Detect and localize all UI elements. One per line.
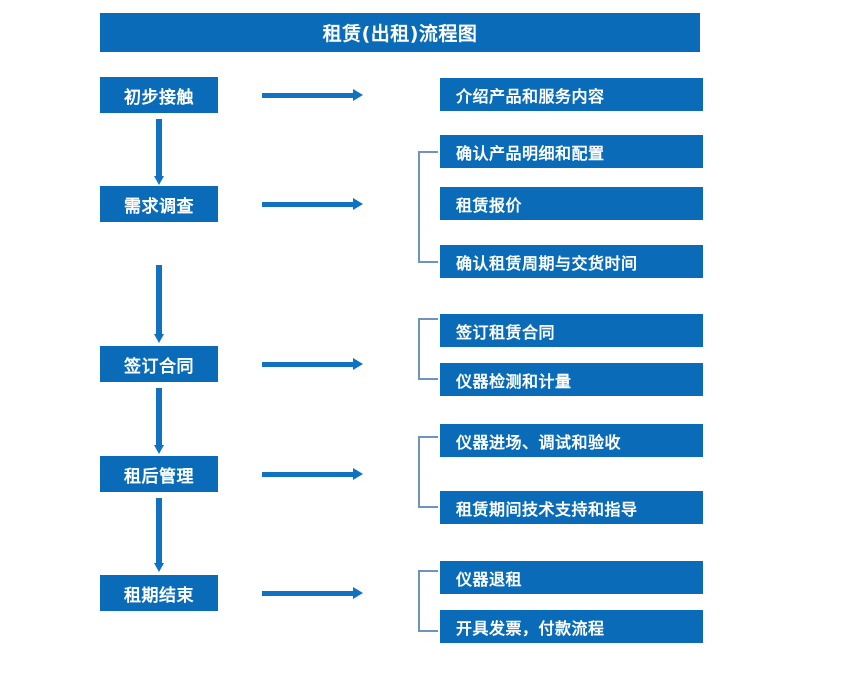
group-bracket-2	[418, 318, 438, 380]
arrow-shaft	[262, 472, 353, 477]
arrow-shaft	[156, 498, 162, 563]
arrow-head	[154, 334, 164, 343]
arrow-shaft	[156, 265, 162, 334]
page-title: 租赁(出租)流程图	[100, 13, 700, 52]
stage-box-3[interactable]: 签订合同	[100, 346, 218, 382]
detail-box-3[interactable]: 租赁报价	[440, 187, 703, 220]
detail-box-1[interactable]: 介绍产品和服务内容	[440, 78, 703, 111]
arrow-head	[353, 358, 363, 370]
vertical-arrow-3	[154, 388, 164, 454]
horizontal-arrow-4	[262, 468, 363, 480]
vertical-arrow-4	[154, 498, 164, 572]
detail-box-6[interactable]: 仪器检测和计量	[440, 363, 703, 396]
horizontal-arrow-1	[262, 89, 363, 101]
arrow-head	[154, 445, 164, 454]
arrow-head	[353, 198, 363, 210]
vertical-arrow-1	[154, 119, 164, 185]
group-bracket-4	[418, 570, 438, 632]
stage-box-5[interactable]: 租期结束	[100, 575, 218, 611]
detail-box-8[interactable]: 租赁期间技术支持和指导	[440, 491, 703, 524]
detail-box-4[interactable]: 确认租赁周期与交货时间	[440, 245, 703, 278]
vertical-arrow-2	[154, 265, 164, 343]
group-bracket-3	[418, 436, 438, 508]
stage-box-4[interactable]: 租后管理	[100, 456, 218, 492]
detail-box-7[interactable]: 仪器进场、调试和验收	[440, 424, 703, 457]
arrow-shaft	[262, 93, 353, 98]
detail-box-10[interactable]: 开具发票，付款流程	[440, 610, 703, 643]
arrow-shaft	[156, 119, 162, 176]
arrow-head	[353, 587, 363, 599]
arrow-head	[154, 563, 164, 572]
stage-box-2[interactable]: 需求调查	[100, 186, 218, 222]
horizontal-arrow-5	[262, 587, 363, 599]
arrow-head	[353, 468, 363, 480]
arrow-shaft	[262, 362, 353, 367]
arrow-head	[353, 89, 363, 101]
arrow-shaft	[262, 202, 353, 207]
detail-box-2[interactable]: 确认产品明细和配置	[440, 135, 703, 168]
arrow-head	[154, 176, 164, 185]
arrow-shaft	[262, 591, 353, 596]
group-bracket-1	[418, 151, 438, 263]
horizontal-arrow-3	[262, 358, 363, 370]
detail-box-9[interactable]: 仪器退租	[440, 561, 703, 594]
horizontal-arrow-2	[262, 198, 363, 210]
stage-box-1[interactable]: 初步接触	[100, 77, 218, 113]
detail-box-5[interactable]: 签订租赁合同	[440, 314, 703, 347]
arrow-shaft	[156, 388, 162, 445]
